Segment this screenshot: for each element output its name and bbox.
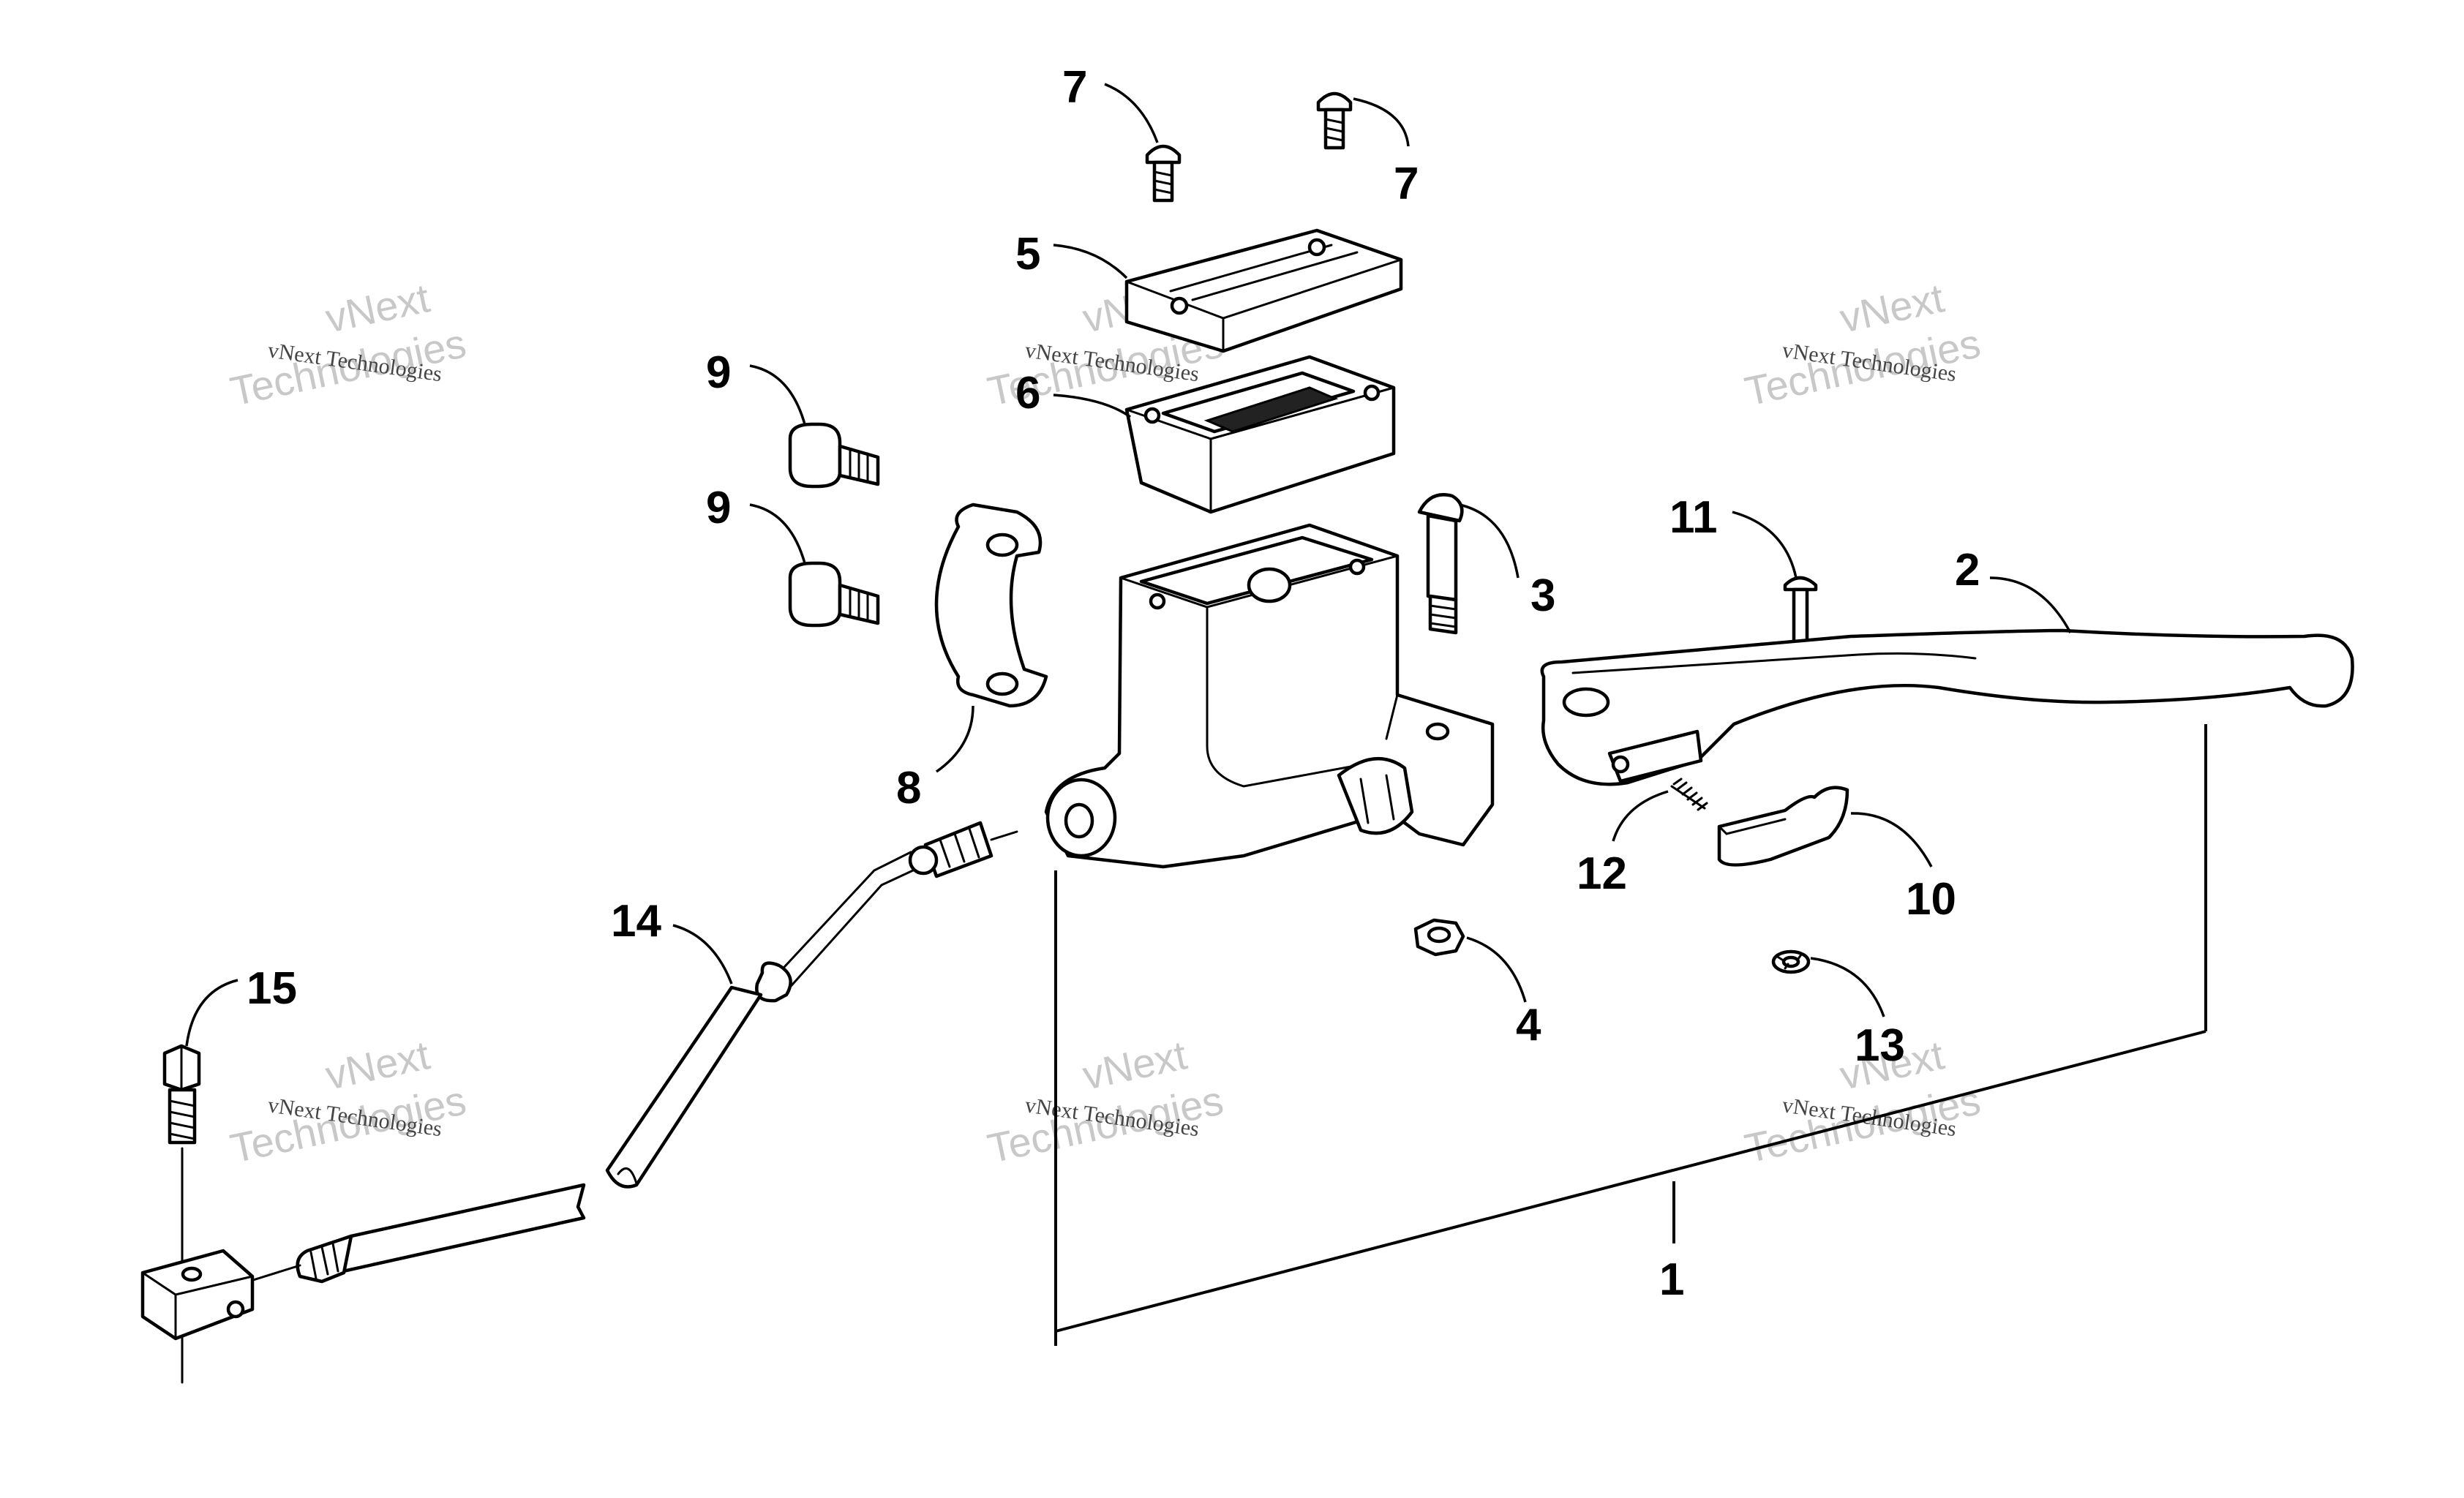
callout-14: 14 — [611, 896, 661, 946]
callout-8: 8 — [896, 763, 921, 813]
part-14-hose — [240, 821, 1018, 1285]
callout-3: 3 — [1530, 571, 1555, 621]
part-2-lever — [1540, 628, 2354, 786]
leader-13 — [1810, 957, 1885, 1017]
leader-10 — [1850, 812, 1933, 867]
callout-6: 6 — [1015, 368, 1040, 418]
callout-9a: 9 — [706, 347, 731, 398]
part-10-adjuster — [1717, 786, 1849, 867]
part-3-pivot-bolt — [1417, 493, 1464, 635]
callout-5: 5 — [1015, 229, 1040, 279]
callout-4: 4 — [1516, 1000, 1541, 1050]
leader-15 — [185, 979, 238, 1047]
callout-7a: 7 — [1062, 62, 1087, 113]
leader-14 — [672, 924, 733, 985]
part-7-screw-right — [1316, 91, 1353, 150]
leader-7b — [1353, 97, 1410, 147]
leader-8 — [935, 705, 974, 773]
watermark-bottom-left: vNext Technologies vNext Technologies — [226, 1031, 470, 1171]
leader-2 — [1989, 576, 2072, 633]
part-4-nut — [1413, 918, 1465, 957]
leader-4 — [1466, 936, 1527, 1003]
callout-13: 13 — [1855, 1020, 1905, 1071]
watermark-top-left: vNext Technologies vNext Technologies — [226, 274, 470, 414]
callout-10: 10 — [1906, 874, 1956, 925]
part-11-pin — [1783, 576, 1818, 644]
part-12-spring — [1670, 778, 1708, 811]
watermark-top-right: vNext Technologies vNext Technologies — [1740, 274, 1984, 414]
leader-9b — [749, 503, 806, 564]
callout-15: 15 — [247, 963, 297, 1014]
master-cylinder-body — [1044, 523, 1495, 869]
leader-12 — [1612, 790, 1669, 842]
watermark-bottom-center: vNext Technologies vNext Technologies — [983, 1031, 1227, 1171]
part-15-bolt — [162, 1044, 201, 1384]
callout-2: 2 — [1955, 545, 1980, 595]
leader-11 — [1732, 511, 1798, 579]
leader-9a — [749, 364, 806, 425]
assembly-bracket — [1054, 724, 2207, 1346]
leader-5 — [1053, 244, 1128, 279]
callout-1: 1 — [1659, 1254, 1684, 1305]
leader-3 — [1459, 503, 1520, 579]
callout-12: 12 — [1577, 848, 1627, 899]
callout-7b: 7 — [1394, 159, 1419, 209]
part-5-reservoir-cover — [1124, 228, 1403, 353]
callout-11: 11 — [1669, 492, 1718, 543]
part-6-diaphragm — [1124, 355, 1396, 514]
part-13-washer — [1771, 949, 1811, 974]
banjo-fitting — [140, 1249, 255, 1341]
part-7-screw-left — [1145, 144, 1182, 203]
leader-6 — [1053, 394, 1132, 418]
callout-9b: 9 — [706, 483, 731, 533]
part-9-bolt-upper — [788, 422, 880, 489]
part-8-clamp — [934, 503, 1048, 708]
part-9-bolt-lower — [788, 561, 880, 628]
leader-7a — [1104, 83, 1159, 143]
